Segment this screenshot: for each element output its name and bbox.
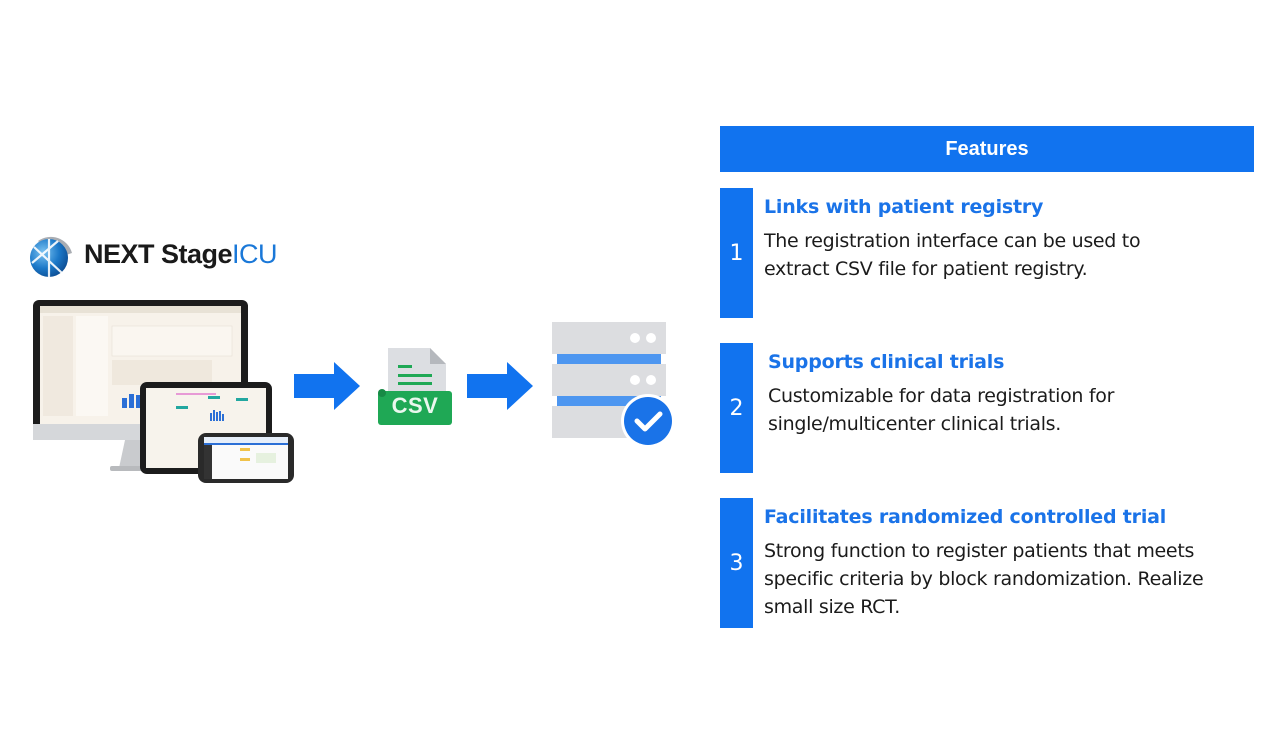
feature-title: Facilitates randomized controlled trial bbox=[764, 506, 1167, 528]
feature-title: Links with patient registry bbox=[764, 196, 1044, 218]
brand-name: NEXT StageICU bbox=[84, 239, 278, 270]
feature-item: 2 Supports clinical trials Customizable … bbox=[720, 343, 1260, 473]
devices-icon bbox=[33, 300, 294, 483]
brand-accent: ICU bbox=[232, 239, 278, 269]
database-check-icon bbox=[552, 322, 675, 448]
features-header: Features bbox=[720, 126, 1254, 172]
arrow-right-icon bbox=[467, 362, 533, 410]
feature-item: 3 Facilitates randomized controlled tria… bbox=[720, 498, 1260, 628]
feature-number: 2 bbox=[720, 343, 753, 473]
feature-number: 3 bbox=[720, 498, 753, 628]
csv-label: CSV bbox=[391, 393, 439, 418]
feature-description: Strong function to register patients tha… bbox=[764, 540, 1204, 618]
feature-number: 1 bbox=[720, 188, 753, 318]
feature-description: The registration interface can be used t… bbox=[764, 230, 1141, 280]
next-stage-icu-logo: NEXT StageICU bbox=[28, 233, 308, 283]
globe-logo-icon bbox=[30, 236, 72, 277]
feature-description: Customizable for data registration for s… bbox=[768, 385, 1115, 435]
feature-title: Supports clinical trials bbox=[768, 351, 1005, 373]
arrow-right-icon bbox=[294, 362, 360, 410]
feature-item: 1 Links with patient registry The regist… bbox=[720, 188, 1260, 318]
csv-file-icon bbox=[378, 348, 452, 425]
brand-main: NEXT Stage bbox=[84, 239, 233, 269]
